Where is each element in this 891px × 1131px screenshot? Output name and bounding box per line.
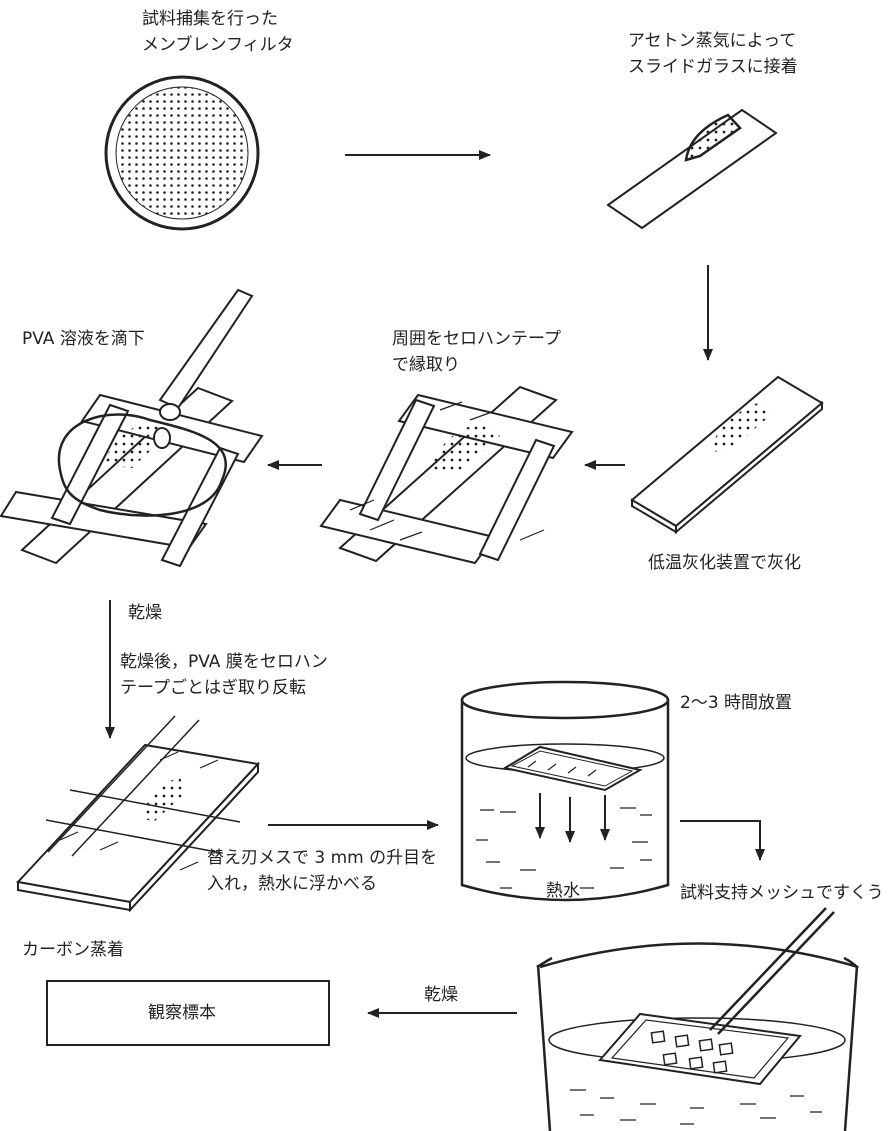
label-dry-flip-line2: テープごとはぎ取り反転 xyxy=(120,678,306,698)
label-acetone-line1: アセトン蒸気によって xyxy=(628,31,797,51)
label-dry-1: 乾燥 xyxy=(128,603,162,623)
label-hot-water: 熱水 xyxy=(546,881,580,901)
ashed-slide xyxy=(630,375,824,535)
scoop-beaker xyxy=(536,907,859,1131)
pva-drop-slide xyxy=(0,288,264,568)
label-specimen: 観察標本 xyxy=(148,1003,216,1023)
label-membrane-line1: 試料捕集を行った xyxy=(142,9,278,29)
label-acetone-line2: スライドガラスに接着 xyxy=(628,57,798,77)
label-dry-flip-line1: 乾燥後，PVA 膜をセロハン xyxy=(120,652,328,672)
label-cut-line2: 入れ，熱水に浮かべる xyxy=(207,874,377,894)
label-cut-line1: 替え刃メスで 3 mm の升目を xyxy=(207,848,438,868)
arrow-beaker-to-scoop xyxy=(680,820,765,861)
hot-water-beaker xyxy=(460,680,670,902)
label-tape-line2: で縁取り xyxy=(392,355,460,375)
taped-slide xyxy=(319,385,574,565)
label-carbon: カーボン蒸着 xyxy=(22,940,124,960)
label-scoop: 試料支持メッシュですくう xyxy=(680,883,884,903)
label-stand: 2～3 時間放置 xyxy=(680,693,793,713)
label-pva-drop: PVA 溶液を滴下 xyxy=(22,329,145,349)
label-membrane-line2: メンブレンフィルタ xyxy=(142,35,294,55)
label-ashing: 低温灰化装置で灰化 xyxy=(648,553,801,573)
carbon-coated-slide xyxy=(16,715,260,913)
label-dry-2: 乾燥 xyxy=(424,985,458,1005)
specimen-box xyxy=(46,980,330,1046)
slide-with-filter xyxy=(606,108,778,230)
label-tape-line1: 周囲をセロハンテープ xyxy=(392,329,561,349)
membrane-filter xyxy=(104,75,260,231)
